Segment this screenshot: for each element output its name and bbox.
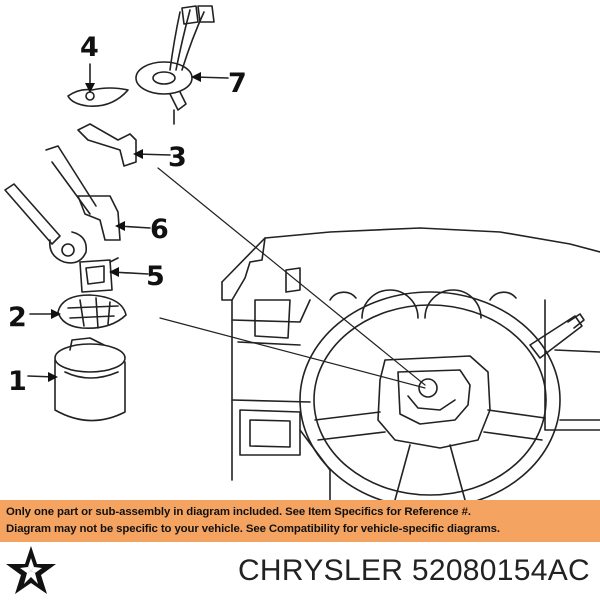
part-7-drawing [135,5,215,125]
part-6-drawing [45,145,121,241]
callout-1: 1 [8,366,27,397]
brand-part-number: CHRYSLER 52080154AC [238,554,590,588]
disclaimer-banner: Only one part or sub-assembly in diagram… [0,500,600,542]
callout-3: 3 [168,142,187,173]
arrowheads [48,72,201,382]
chrysler-pentastar-icon [6,546,56,594]
turn-signal-lever-drawing [4,183,88,264]
part-3-drawing [77,123,137,167]
callout-6: 6 [150,214,169,245]
part-number: 52080154AC [411,554,590,587]
part-1-drawing [54,337,126,422]
part-5-drawing [79,257,119,293]
disclaimer-line-1: Only one part or sub-assembly in diagram… [6,506,471,518]
brand-name: CHRYSLER [237,554,404,587]
dashboard-illustration [221,227,600,500]
callout-4: 4 [80,32,99,63]
disclaimer-line-2: Diagram may not be specific to your vehi… [6,523,500,535]
part-4-drawing [67,87,129,107]
callout-arrows [27,63,229,378]
footer: CHRYSLER 52080154AC [0,542,600,600]
parts-diagram: 1 2 3 4 5 6 7 [4,5,600,500]
callout-2: 2 [8,302,27,333]
callout-5: 5 [146,261,165,292]
part-2-drawing [57,294,127,330]
leader-lines [157,167,426,389]
callout-7: 7 [228,68,247,99]
